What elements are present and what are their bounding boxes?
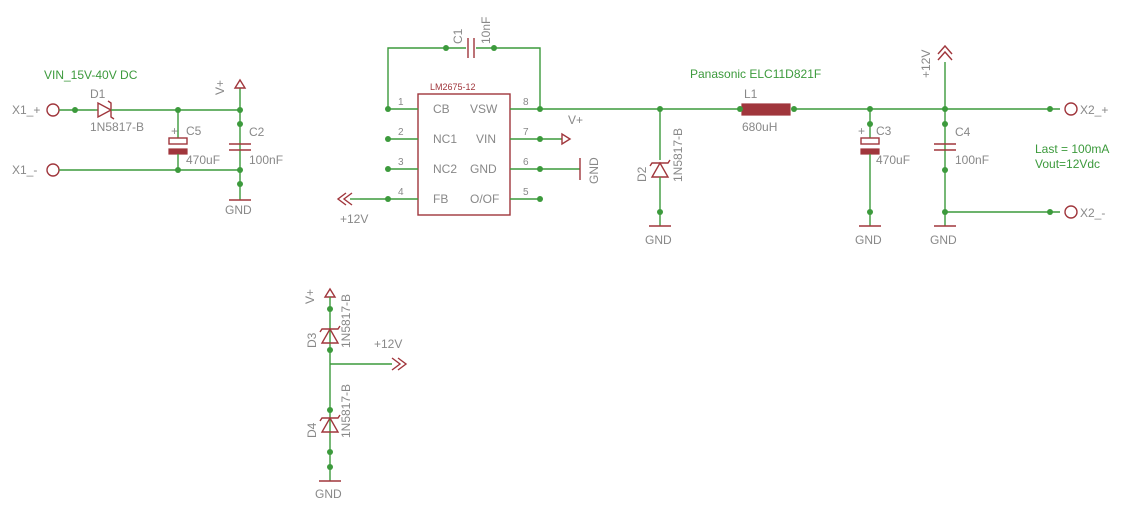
svg-text:GND: GND xyxy=(470,162,497,176)
svg-text:1: 1 xyxy=(398,97,404,108)
connector-x2-minus: X2_- xyxy=(1064,205,1105,220)
connector-x1-plus: X1_+ xyxy=(12,103,95,117)
svg-text:3: 3 xyxy=(398,157,404,168)
supply-12v-clamp: +12V xyxy=(330,337,408,371)
svg-text:D1: D1 xyxy=(90,87,106,101)
svg-text:C2: C2 xyxy=(249,125,265,139)
inductor-title: Panasonic ELC11D821F xyxy=(690,67,821,81)
svg-text:O/OF: O/OF xyxy=(470,192,499,206)
svg-text:470uF: 470uF xyxy=(876,153,910,167)
svg-text:V+: V+ xyxy=(568,113,583,127)
svg-text:+12V: +12V xyxy=(340,212,368,226)
svg-text:100nF: 100nF xyxy=(249,153,283,167)
svg-text:GND: GND xyxy=(315,487,342,501)
svg-text:X2_+: X2_+ xyxy=(1080,103,1108,117)
capacitor-c3: + C3 470uF GND xyxy=(855,109,910,247)
svg-text:VSW: VSW xyxy=(470,102,498,116)
svg-text:1N5817-B: 1N5817-B xyxy=(339,294,353,348)
load-note-line2: Vout=12Vdc xyxy=(1035,157,1100,171)
svg-text:NC2: NC2 xyxy=(433,162,457,176)
svg-text:+12V: +12V xyxy=(374,337,402,351)
svg-text:100nF: 100nF xyxy=(955,153,989,167)
ground-ic: GND xyxy=(579,157,601,184)
svg-text:X2_-: X2_- xyxy=(1080,206,1105,220)
diode-d4: D4 1N5817-B xyxy=(305,384,353,438)
svg-text:4: 4 xyxy=(398,187,404,198)
svg-text:GND: GND xyxy=(930,233,957,247)
svg-text:5: 5 xyxy=(523,187,529,198)
connector-x1-minus: X1_- xyxy=(12,163,240,177)
supply-12v-output: +12V xyxy=(919,44,953,78)
svg-text:V+: V+ xyxy=(303,289,317,304)
ic-lm2675: LM2675-12 CB NC1 NC2 FB VSW VIN GND O/OF… xyxy=(360,82,580,216)
ground-clamp: GND xyxy=(315,480,342,501)
svg-text:D2: D2 xyxy=(635,166,649,182)
svg-text:8: 8 xyxy=(523,97,529,108)
svg-text:L1: L1 xyxy=(744,87,758,101)
svg-text:10nF: 10nF xyxy=(479,17,493,44)
svg-text:D4: D4 xyxy=(305,422,319,438)
capacitor-c5: + C5 470uF xyxy=(168,110,220,170)
svg-text:V+: V+ xyxy=(213,80,227,95)
svg-text:+12V: +12V xyxy=(919,50,933,78)
input-title: VIN_15V-40V DC xyxy=(44,68,138,82)
svg-text:C4: C4 xyxy=(955,125,971,139)
svg-text:VIN: VIN xyxy=(476,132,496,146)
capacitor-c1: C1 10nF xyxy=(387,17,541,109)
diode-d3: D3 1N5817-B xyxy=(305,294,353,348)
svg-text:+: + xyxy=(171,124,178,138)
svg-text:D3: D3 xyxy=(305,332,319,348)
ground-input: GND xyxy=(225,199,252,217)
svg-text:1N5817-B: 1N5817-B xyxy=(671,128,685,182)
svg-text:+: + xyxy=(858,124,865,138)
svg-text:LM2675-12: LM2675-12 xyxy=(430,82,476,92)
svg-text:2: 2 xyxy=(398,127,404,138)
svg-text:X1_+: X1_+ xyxy=(12,103,40,117)
svg-text:6: 6 xyxy=(523,157,529,168)
supply-12v-feedback: +12V xyxy=(336,192,368,226)
supply-vplus-vin: V+ xyxy=(561,113,583,146)
capacitor-c4: C4 100nF GND xyxy=(930,62,989,247)
svg-text:680uH: 680uH xyxy=(742,120,777,134)
diode-d2: D2 1N5817-B GND xyxy=(635,109,685,247)
svg-text:1N5817-B: 1N5817-B xyxy=(339,384,353,438)
connector-x2-plus: X2_+ xyxy=(1064,102,1108,117)
svg-text:X1_-: X1_- xyxy=(12,163,37,177)
svg-text:GND: GND xyxy=(855,233,882,247)
load-note-line1: Last = 100mA xyxy=(1035,142,1109,156)
svg-text:C3: C3 xyxy=(876,124,892,138)
svg-text:C5: C5 xyxy=(186,124,202,138)
svg-text:GND: GND xyxy=(587,157,601,184)
inductor-l1: L1 680uH xyxy=(737,87,797,134)
svg-text:GND: GND xyxy=(225,203,252,217)
svg-text:GND: GND xyxy=(645,233,672,247)
svg-text:NC1: NC1 xyxy=(433,132,457,146)
svg-text:C1: C1 xyxy=(451,28,465,44)
svg-text:FB: FB xyxy=(433,192,448,206)
svg-text:7: 7 xyxy=(523,127,529,138)
svg-text:470uF: 470uF xyxy=(186,153,220,167)
supply-vplus-input: V+ xyxy=(213,78,247,95)
capacitor-c2: C2 100nF xyxy=(229,125,283,167)
svg-text:CB: CB xyxy=(433,102,450,116)
svg-text:1N5817-B: 1N5817-B xyxy=(90,120,144,134)
